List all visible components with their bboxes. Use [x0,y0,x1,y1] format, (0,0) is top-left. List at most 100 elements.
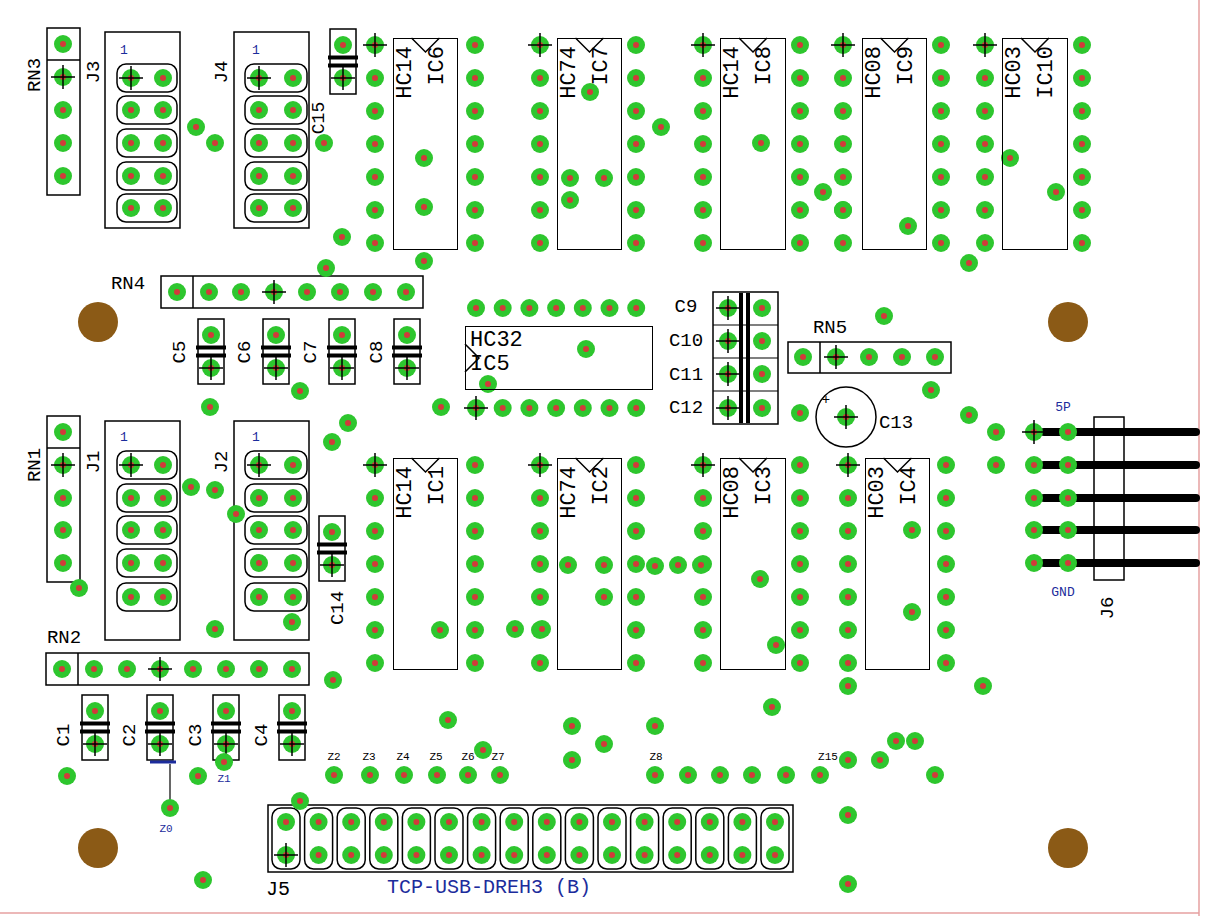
capacitor-body [279,695,305,760]
solder-pad [937,555,955,573]
silkscreen-label: RN4 [111,275,145,294]
solder-pad [932,135,950,153]
pad-hole [160,140,166,146]
solder-pad [871,751,889,769]
pad-hole [337,289,343,295]
pad-hole [472,108,478,114]
pad-hole [938,174,944,180]
pad-hole [283,819,289,825]
solder-pad [531,522,549,540]
solder-pad [811,766,829,784]
pad-hole [206,289,212,295]
solder-pad [366,522,384,540]
pad-hole [797,240,803,246]
pin1-mark [727,329,729,353]
ic-package: HC08IC9 [862,38,927,250]
solder-pad [743,766,761,784]
pad-hole [633,462,639,468]
pad-hole [700,495,706,501]
pad-hole [290,462,296,468]
header-pin-outline [117,64,177,92]
solder-pad [1001,149,1019,167]
pad-hole [633,627,639,633]
pad-hole [800,354,806,360]
capacitor-divider [713,324,778,325]
solder-pad [701,846,719,864]
pad-hole [128,527,134,533]
solder-pad [520,399,538,417]
solder-pad [531,588,549,606]
pad-hole [372,627,378,633]
part-number: HC03 [1004,46,1026,99]
solder-pad [86,702,104,720]
silkscreen-label: RN5 [813,319,847,338]
pad-hole [497,772,503,778]
silkscreen-label: C4 [253,724,272,747]
solder-pad [466,135,484,153]
pad-hole [472,174,478,180]
pad-hole [759,371,765,377]
solder-pad [627,234,645,252]
solder-pad [1047,183,1065,201]
solder-pad [627,588,645,606]
solder-pad [250,554,268,572]
pad-hole [128,205,134,211]
pad-hole [537,660,543,666]
pad-hole [331,772,337,778]
pad-hole [445,717,451,723]
pad-hole [642,852,648,858]
solder-pad [1059,489,1077,507]
pad-hole [583,346,589,352]
pad-hole [403,289,409,295]
silkscreen-label: J4 [213,61,232,84]
pad-hole [195,773,201,779]
pad-hole [553,405,559,411]
pad-hole [759,305,765,311]
silkscreen-label: Z6 [461,752,474,763]
solder-pad [122,521,140,539]
silkscreen-label: J5 [266,880,290,900]
pad-hole [966,412,972,418]
resistor-network [47,28,80,195]
solder-pad [791,201,809,219]
solder-pad [315,134,333,152]
pin1-mark [159,732,161,756]
solder-pad [334,36,352,54]
pad-hole [372,660,378,666]
solder-pad [154,69,172,87]
solder-pad [646,557,664,575]
solder-pad [1025,521,1043,539]
pad-hole [797,207,803,213]
solder-pad [595,556,613,574]
pad-hole [472,495,478,501]
solder-pad [694,588,712,606]
pad-hole [938,141,944,147]
pad-hole [569,757,575,763]
pad-hole [607,405,613,411]
silkscreen-label: Z2 [327,752,340,763]
solder-pad [903,521,921,539]
pad-hole [472,594,478,600]
mounting-hole [78,828,118,868]
solder-pad [459,766,477,784]
solder-pad [839,522,857,540]
solder-pad [987,423,1005,441]
solder-pad [250,588,268,606]
solder-pad [284,101,302,119]
pad-hole [413,819,419,825]
solder-pad [627,654,645,672]
solder-pad [791,234,809,252]
solder-pad [976,168,994,186]
pad-hole [223,708,229,714]
pad-hole [707,819,713,825]
pad-hole [938,108,944,114]
solder-pad [627,102,645,120]
pad-hole [881,313,887,319]
solder-pad [834,135,852,153]
pad-hole [367,772,373,778]
header-pin-outline [117,194,177,222]
pad-hole [1031,560,1037,566]
solder-pad [298,283,316,301]
mounting-hole [1048,828,1088,868]
solder-pad [766,813,784,831]
